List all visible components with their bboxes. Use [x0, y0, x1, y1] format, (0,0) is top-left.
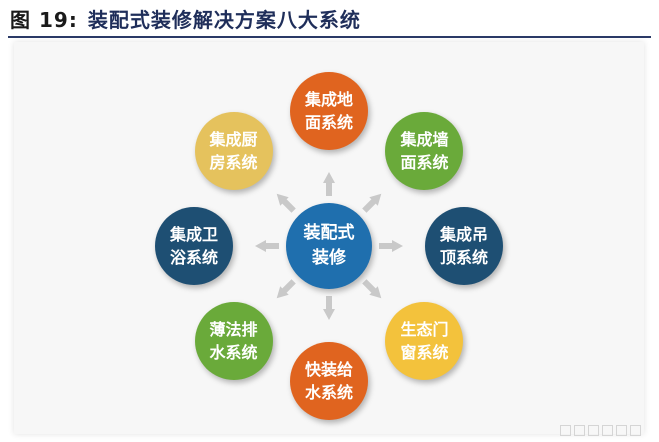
- node-integrated-kitchen-system: 集成厨 房系统: [194, 111, 273, 190]
- arrow-to-top-right: [362, 193, 382, 213]
- watermark: [560, 425, 641, 436]
- node-eco-door-window-system: 生态门 窗系统: [385, 302, 464, 381]
- title-rule: [8, 36, 651, 38]
- node-integrated-wall-system: 集成墙 面系统: [385, 111, 464, 190]
- arrow-to-right: [379, 240, 403, 252]
- arrow-to-left: [255, 240, 279, 252]
- center-node-assembled-decoration: 装配式 装修: [286, 203, 372, 289]
- figure-number: 19:: [39, 8, 78, 32]
- arrow-to-bottom: [323, 296, 335, 320]
- node-integrated-ceiling-system: 集成吊 顶系统: [425, 207, 503, 285]
- arrow-to-bottom-left: [276, 279, 296, 299]
- figure-label: 图: [10, 8, 31, 32]
- arrow-to-bottom-right: [362, 279, 382, 299]
- figure-caption: 装配式装修解决方案八大系统: [87, 8, 361, 32]
- node-quick-water-supply-system: 快装给 水系统: [290, 342, 368, 420]
- node-thin-drainage-system: 薄法排 水系统: [194, 302, 273, 381]
- arrow-to-top-left: [276, 193, 296, 213]
- arrow-to-top: [323, 172, 335, 196]
- node-integrated-floor-system: 集成地 面系统: [290, 72, 368, 150]
- node-integrated-bathroom-system: 集成卫 浴系统: [155, 207, 233, 285]
- figure-title: 图 19: 装配式装修解决方案八大系统: [10, 4, 361, 33]
